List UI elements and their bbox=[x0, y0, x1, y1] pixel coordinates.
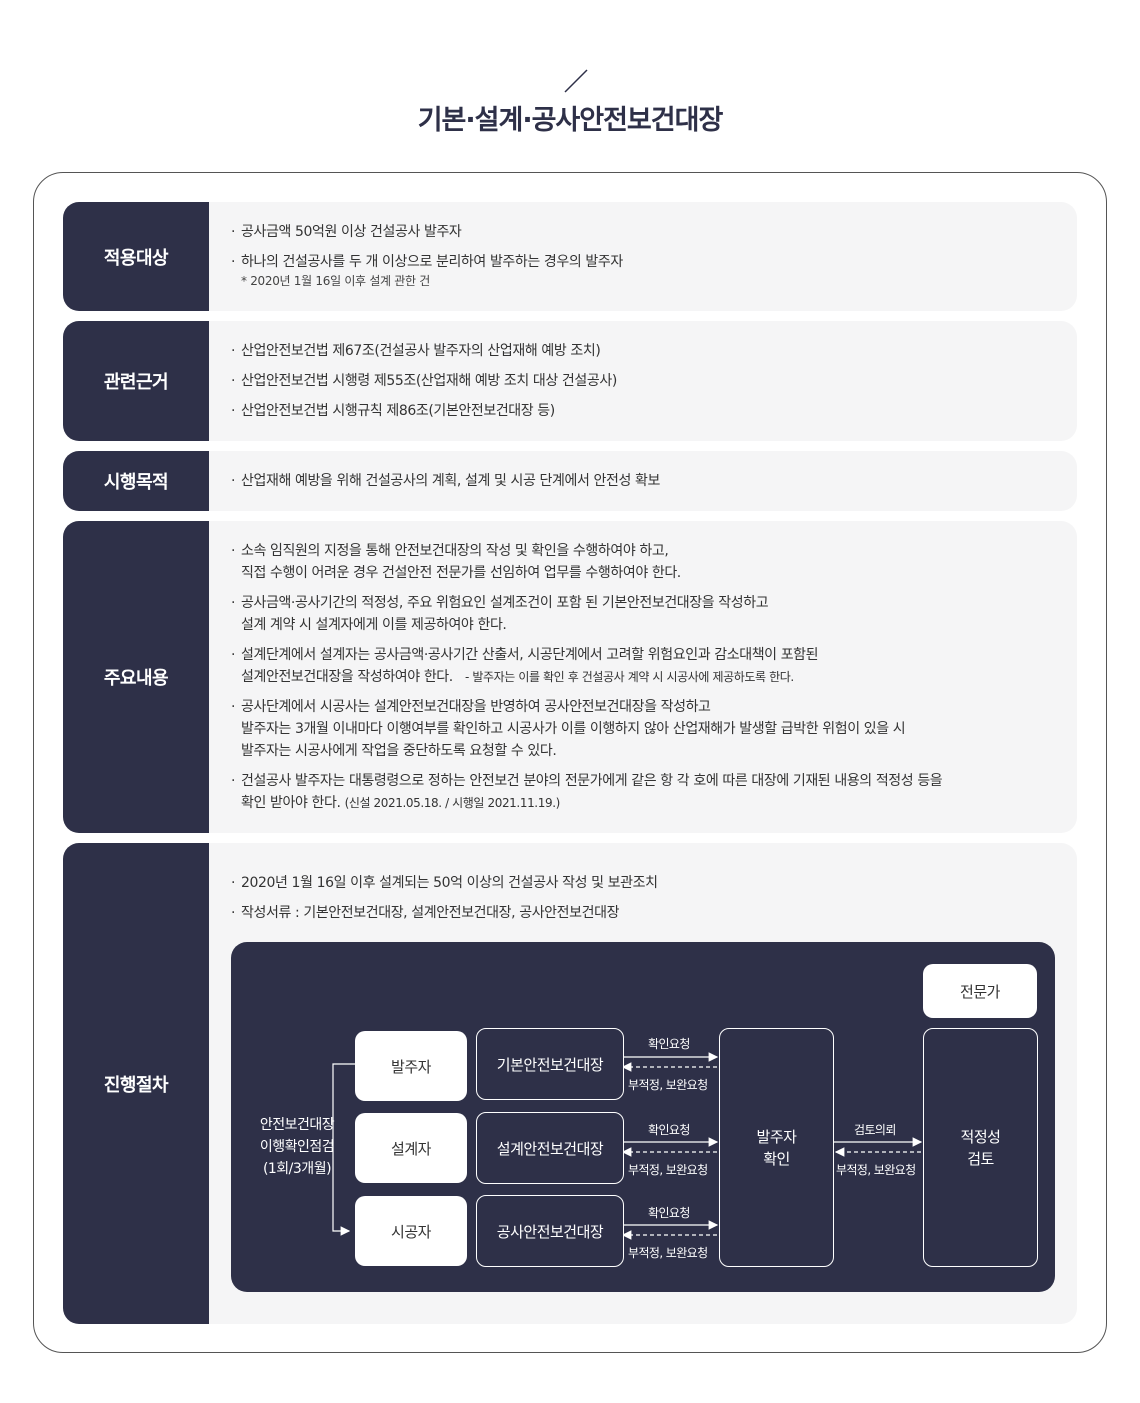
procedure-flow-diagram: 안전보건대장 이행확인점검 (1회/3개월) 발주자 설계자 시공자 기본안전보… bbox=[231, 942, 1055, 1292]
content-item: 건설공사 발주자는 대통령령으로 정하는 안전보건 분야의 전문가에게 같은 항… bbox=[231, 770, 1057, 814]
section-purpose: 시행목적 산업재해 예방을 위해 건설공사의 계획, 설계 및 시공 단계에서 … bbox=[63, 451, 1077, 511]
target-note: * 2020년 1월 16일 이후 설계 관한 건 bbox=[241, 274, 431, 288]
actor-contractor-box: 시공자 bbox=[355, 1196, 467, 1266]
return-label: 부적정, 보완요청 bbox=[628, 1163, 708, 1177]
flow-connectors bbox=[332, 1052, 923, 1240]
section-target-heading: 적용대상 bbox=[63, 202, 209, 311]
basis-item: 산업안전보건법 시행규칙 제86조(기본안전보건대장 등) bbox=[231, 400, 1057, 422]
target-item: 공사금액 50억원 이상 건설공사 발주자 bbox=[231, 221, 1057, 243]
section-procedure-heading: 진행절차 bbox=[63, 843, 209, 1324]
title-slash-decoration bbox=[564, 69, 588, 93]
return-label: 부적정, 보완요청 bbox=[628, 1246, 708, 1260]
section-content-heading: 주요내용 bbox=[63, 521, 209, 833]
page-title: 기본·설계·공사안전보건대장 bbox=[417, 105, 724, 136]
section-content: 주요내용 소속 임직원의 지정을 통해 안전보건대장의 작성 및 확인을 수행하… bbox=[63, 521, 1077, 833]
basis-item: 산업안전보건법 제67조(건설공사 발주자의 산업재해 예방 조치) bbox=[231, 340, 1057, 362]
basic-safety-ledger-box: 기본안전보건대장 bbox=[476, 1028, 624, 1100]
procedure-item: 작성서류 : 기본안전보건대장, 설계안전보건대장, 공사안전보건대장 bbox=[231, 902, 1057, 924]
adequacy-review-box: 적정성 검토 bbox=[923, 1028, 1038, 1267]
review-request-label: 검토의뢰 bbox=[854, 1123, 896, 1137]
content-item: 공사금액·공사기간의 적정성, 주요 위험요인 설계조건이 포함 된 기본안전보… bbox=[231, 592, 1057, 636]
target-item: 하나의 건설공사를 두 개 이상으로 분리하여 발주하는 경우의 발주자 bbox=[231, 251, 1057, 273]
content-item: 공사단계에서 시공사는 설계안전보건대장을 반영하여 공사안전보건대장을 작성하… bbox=[231, 696, 1057, 762]
inspection-cycle-label: 안전보건대장 이행확인점검 (1회/3개월) bbox=[259, 1117, 335, 1177]
procedure-item: 2020년 1월 16일 이후 설계되는 50억 이상의 건설공사 작성 및 보… bbox=[231, 872, 1057, 894]
construction-safety-ledger-box: 공사안전보건대장 bbox=[476, 1195, 624, 1267]
request-label: 확인요청 bbox=[648, 1037, 690, 1051]
actor-designer-box: 설계자 bbox=[355, 1113, 467, 1183]
expert-box: 전문가 bbox=[923, 964, 1037, 1018]
owner-check-box: 발주자 확인 bbox=[719, 1028, 834, 1267]
section-basis-heading: 관련근거 bbox=[63, 321, 209, 441]
basis-item: 산업안전보건법 시행령 제55조(산업재해 예방 조치 대상 건설공사) bbox=[231, 370, 1057, 392]
content-item: 소속 임직원의 지정을 통해 안전보건대장의 작성 및 확인을 수행하여야 하고… bbox=[231, 540, 1057, 584]
section-basis: 관련근거 산업안전보건법 제67조(건설공사 발주자의 산업재해 예방 조치) … bbox=[63, 321, 1077, 441]
design-safety-ledger-box: 설계안전보건대장 bbox=[476, 1112, 624, 1184]
section-target: 적용대상 공사금액 50억원 이상 건설공사 발주자 하나의 건설공사를 두 개… bbox=[63, 202, 1077, 311]
request-label: 확인요청 bbox=[648, 1123, 690, 1137]
section-purpose-heading: 시행목적 bbox=[63, 451, 209, 511]
actor-owner-box: 발주자 bbox=[355, 1031, 467, 1101]
purpose-item: 산업재해 예방을 위해 건설공사의 계획, 설계 및 시공 단계에서 안전성 확… bbox=[231, 470, 1057, 492]
request-label: 확인요청 bbox=[648, 1206, 690, 1220]
content-item: 설계단계에서 설계자는 공사금액·공사기간 산출서, 시공단계에서 고려할 위험… bbox=[231, 644, 1057, 688]
return-label: 부적정, 보완요청 bbox=[836, 1163, 916, 1177]
return-label: 부적정, 보완요청 bbox=[628, 1078, 708, 1092]
